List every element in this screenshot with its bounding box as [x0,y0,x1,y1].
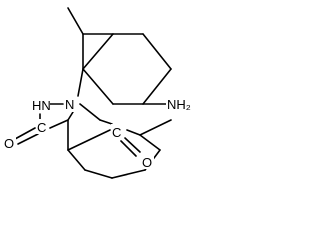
bond-ring-lower-9 [99,119,113,125]
atom-label-c-right: C [112,125,121,140]
pyrazolidinone-fragment [14,68,101,145]
bond-c-o-left-1 [14,127,36,140]
bond-ring-lower-2 [67,149,86,171]
atom-label-n: N [65,97,74,112]
atom-label-o-right: O [142,155,152,170]
bond-ring-lower-4 [111,169,146,179]
atom-label-nh2: NH₂ [167,97,191,112]
bond-ring-upper-4 [142,68,172,105]
bond-c-o-left-2 [17,133,39,145]
bond-n-to-carbon [67,111,74,121]
atom-labels: HN N NH₂ C C O O [3,96,194,170]
atom-label-o-left: O [4,136,14,151]
bond-methyl-upper [67,7,84,35]
bond-ring-upper-6 [82,68,114,105]
bond-methyl-lower [139,119,172,136]
methylcyclohexane-ring [67,7,172,105]
atom-label-c-left: C [37,120,46,135]
bond-n-to-ring-top [77,68,84,97]
bond-c-o-right-2 [120,140,137,157]
bond-ring-lower-3 [84,169,113,179]
bond-ring-lower-6 [139,134,161,151]
bond-ring-lower-7 [126,129,141,136]
bond-carbonyl-to-ring [49,119,69,129]
bond-ring-upper-8 [82,33,114,70]
bond-c-o-right-1 [124,137,141,153]
chemical-structure-diagram: HN N NH₂ C C O O [3,7,194,179]
atom-label-hn: HN [32,98,51,113]
bond-ring-upper-3 [142,33,172,70]
bond-n-ring [79,103,101,121]
bond-ring-lower-8 [67,129,111,151]
